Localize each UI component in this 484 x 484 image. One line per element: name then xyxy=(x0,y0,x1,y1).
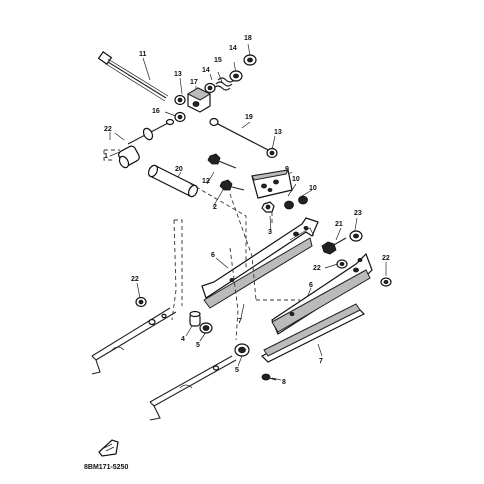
diagram-code: 8BM171-5250 xyxy=(84,464,128,471)
callout-20: 20 xyxy=(175,166,183,173)
nut-10b xyxy=(298,195,308,205)
washer-13a xyxy=(174,94,186,106)
callout-19: 19 xyxy=(245,114,253,121)
pipe-20 xyxy=(147,164,199,198)
callout-14: 14 xyxy=(202,67,210,74)
washer-22c xyxy=(380,277,392,287)
collar-1 xyxy=(118,145,140,169)
callout-21: 21 xyxy=(335,221,343,228)
rail-6b xyxy=(271,252,373,335)
spring-15 xyxy=(213,77,235,91)
washer-22d xyxy=(135,296,147,308)
dashed-lines xyxy=(103,149,300,341)
callout-16: 16 xyxy=(152,108,160,115)
leader-lines xyxy=(109,43,387,381)
callout-11: 11 xyxy=(139,51,147,58)
callout-6: 6 xyxy=(309,282,313,289)
callout-3: 3 xyxy=(268,229,272,236)
washer-23 xyxy=(349,230,363,242)
ghost-rail-left xyxy=(91,307,177,375)
callout-10: 10 xyxy=(309,185,317,192)
callout-22: 22 xyxy=(131,276,139,283)
collar-16 xyxy=(174,111,186,123)
nut-18 xyxy=(243,54,257,66)
callout-23: 23 xyxy=(354,210,362,217)
shaft-19 xyxy=(209,117,277,157)
nut-3 xyxy=(261,201,275,213)
washer-14a xyxy=(229,70,243,82)
bush-4 xyxy=(189,310,201,327)
bolt-2 xyxy=(219,179,245,191)
screw-8 xyxy=(261,373,277,381)
rail-7-slider xyxy=(260,303,366,363)
callout-9: 9 xyxy=(285,166,289,173)
callout-5: 5 xyxy=(235,367,239,374)
rail-6a xyxy=(201,217,319,309)
callout-15: 15 xyxy=(214,57,222,64)
callout-7: 7 xyxy=(238,318,242,325)
washer-14b xyxy=(204,82,216,94)
washer-13b xyxy=(266,147,278,159)
callout-22: 22 xyxy=(104,126,112,133)
callout-12: 12 xyxy=(202,178,210,185)
callout-22: 22 xyxy=(313,265,321,272)
callout-13: 13 xyxy=(274,129,282,136)
nut-10a xyxy=(284,200,294,210)
callout-5: 5 xyxy=(196,342,200,349)
bolt-11 xyxy=(97,51,169,102)
bolt-21 xyxy=(321,237,347,255)
callout-7: 7 xyxy=(319,358,323,365)
callout-17: 17 xyxy=(190,79,198,86)
bush-5b xyxy=(234,343,250,357)
callout-1: 1 xyxy=(104,153,108,160)
callout-4: 4 xyxy=(181,336,185,343)
callout-2: 2 xyxy=(213,204,217,211)
ghost-rail-lower xyxy=(149,355,237,421)
block-17 xyxy=(186,87,212,113)
manufacturer-mark-icon xyxy=(98,439,119,457)
callout-labels: 18 14 11 15 14 13 17 16 19 22 1 13 9 20 … xyxy=(104,35,390,386)
bolt-1 xyxy=(127,118,175,145)
callout-14: 14 xyxy=(229,45,237,52)
washer-22b xyxy=(336,259,348,269)
bolt-12 xyxy=(207,153,237,169)
callout-10: 10 xyxy=(292,176,300,183)
bracket-9 xyxy=(251,169,293,199)
callout-22: 22 xyxy=(382,255,390,262)
callout-18: 18 xyxy=(244,35,252,42)
bush-5a xyxy=(199,322,213,334)
callout-8: 8 xyxy=(282,379,286,386)
callout-13: 13 xyxy=(174,71,182,78)
callout-6: 6 xyxy=(211,252,215,259)
